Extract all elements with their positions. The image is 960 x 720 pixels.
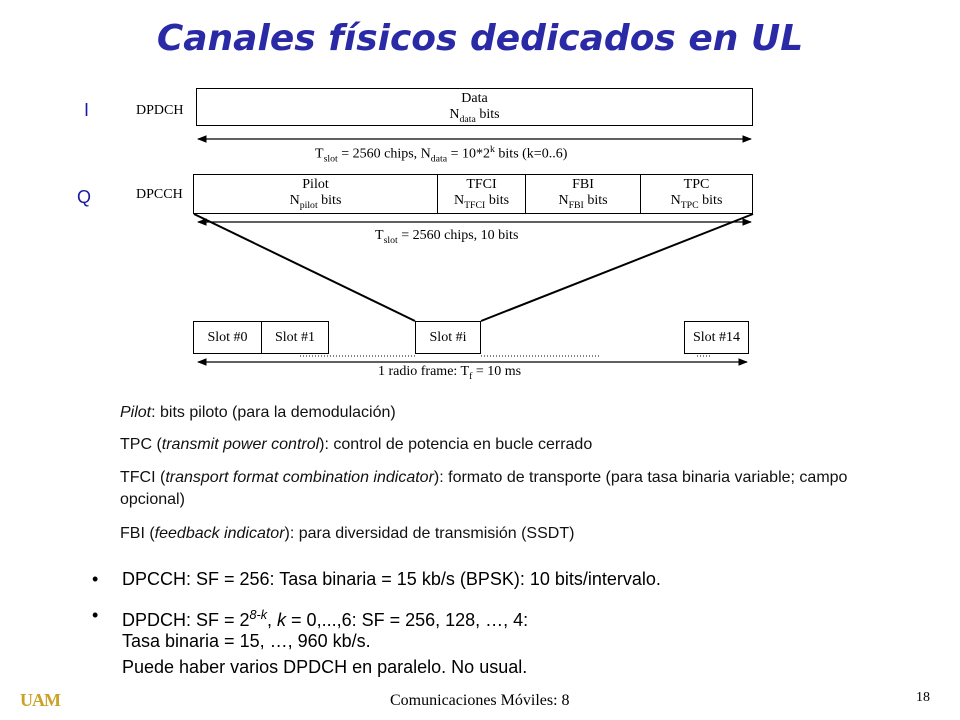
slot-1: Slot #1 [261, 321, 329, 354]
bullet-dpdch-text: DPDCH: SF = 28-k, k = 0,...,6: SF = 256,… [122, 608, 529, 630]
tfci-description: TFCI (transport format combination indic… [120, 469, 848, 508]
bullet-dpcch-text: DPCCH: SF = 256: Tasa binaria = 15 kb/s … [122, 569, 661, 589]
tpc-description: TPC (transmit power control): control de… [120, 436, 593, 453]
dpcch-slot-length-label: Tslot = 2560 chips, 10 bits [375, 228, 519, 246]
radio-frame-label: 1 radio frame: Tf = 10 ms [378, 364, 522, 382]
dpcch-slot-box: Pilot Npilot bits TFCI NTFCI bits FBI NF… [193, 174, 753, 214]
bullet-dpdch-line2: Tasa binaria = 15, …, 960 kb/s. [122, 631, 371, 651]
footer-text: Comunicaciones Móviles: 8 [390, 692, 570, 709]
dpdch-data-field: Data Ndata bits [197, 89, 752, 125]
fbi-field: FBI NFBI bits [525, 175, 640, 213]
fbi-description: FBI (feedback indicator): para diversida… [120, 525, 575, 542]
expand-line-left [193, 213, 416, 322]
dpcch-label: DPCCH [136, 187, 183, 202]
slot-0: Slot #0 [193, 321, 262, 354]
pilot-description: Pilot: bits piloto (para la demodulación… [120, 404, 396, 421]
tfci-field: TFCI NTFCI bits [437, 175, 525, 213]
tpc-field: TPC NTPC bits [640, 175, 752, 213]
pilot-field: Pilot Npilot bits [289, 177, 342, 211]
slot-14: Slot #14 [684, 321, 749, 354]
bullet-icon: • [92, 569, 99, 589]
dpdch-slot-box: Data Ndata bits [196, 88, 753, 126]
i-branch-label: I [84, 100, 90, 120]
q-branch-label: Q [77, 187, 92, 207]
dpdch-label: DPDCH [136, 103, 184, 118]
dpdch-bits-label: Ndata bits [449, 107, 500, 125]
expand-line-right [480, 213, 754, 322]
page-title: Canales físicos dedicados en UL [156, 18, 804, 59]
bullet-dpdch-line3: Puede haber varios DPDCH en paralelo. No… [122, 657, 528, 677]
uam-logo: UAM [20, 690, 61, 710]
slot-i: Slot #i [415, 321, 481, 354]
dpdch-slot-length-label: Tslot = 2560 chips, Ndata = 10*2k bits (… [315, 144, 568, 165]
bullet-icon: • [92, 605, 99, 625]
page-number: 18 [916, 690, 930, 705]
dpdch-data-label: Data [461, 91, 488, 106]
